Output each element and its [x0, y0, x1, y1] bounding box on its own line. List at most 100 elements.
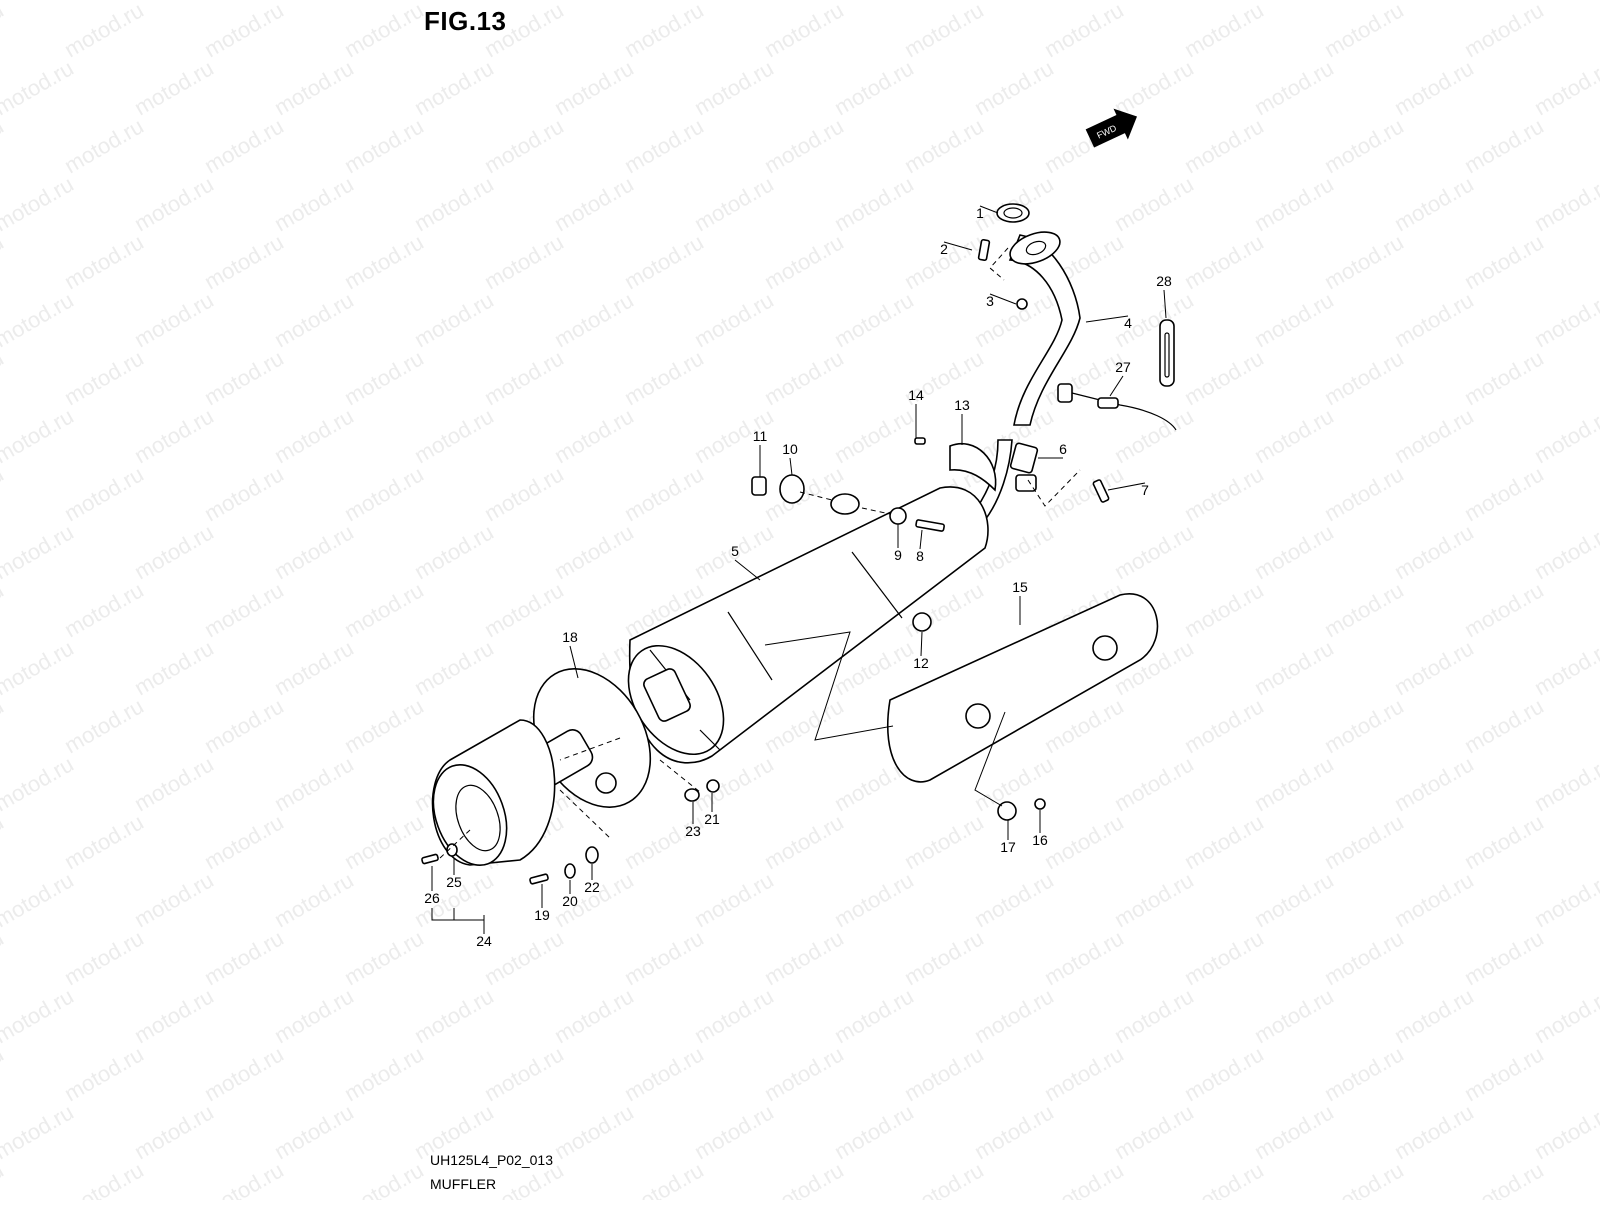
- watermark-text: motod.ru: [1460, 1157, 1548, 1200]
- watermark-text: motod.ru: [1110, 983, 1198, 1048]
- watermark-text: motod.ru: [690, 1099, 778, 1164]
- watermark-text: motod.ru: [1390, 983, 1478, 1048]
- watermark-text: motod.ru: [0, 55, 78, 120]
- watermark-text: motod.ru: [130, 287, 218, 352]
- watermark-text: motod.ru: [340, 577, 428, 642]
- watermark-text: motod.ru: [550, 55, 638, 120]
- callout-number-21: 21: [704, 811, 720, 827]
- watermark-text: motod.ru: [1320, 461, 1408, 526]
- clamp: [1015, 474, 1037, 492]
- watermark-text: motod.ru: [1180, 461, 1268, 526]
- watermark-text: motod.ru: [1110, 519, 1198, 584]
- watermark-text: motod.ru: [1110, 0, 1198, 4]
- watermark-text: motod.ru: [970, 867, 1058, 932]
- watermark-text: motod.ru: [1390, 403, 1478, 468]
- watermark-text: motod.ru: [60, 229, 148, 294]
- watermark-text: motod.ru: [1530, 55, 1600, 120]
- watermark-text: motod.ru: [60, 693, 148, 758]
- watermark-text: motod.ru: [1040, 0, 1128, 62]
- watermark-text: motod.ru: [1040, 925, 1128, 990]
- o2-sensor: [1057, 383, 1177, 431]
- watermark-text: motod.ru: [690, 0, 778, 4]
- watermark-text: motod.ru: [1530, 867, 1600, 932]
- watermark-text: motod.ru: [620, 0, 708, 62]
- callout-number-22: 22: [584, 879, 600, 895]
- watermark-text: motod.ru: [1460, 1041, 1548, 1106]
- watermark-text: motod.ru: [130, 983, 218, 1048]
- nut: [1016, 298, 1028, 310]
- watermark-text: motod.ru: [1180, 925, 1268, 990]
- watermark-text: motod.ru: [1530, 519, 1600, 584]
- washer-23: [684, 788, 700, 802]
- watermark-text: motod.ru: [550, 983, 638, 1048]
- washer-22: [585, 846, 599, 864]
- shield-screw: [914, 437, 926, 445]
- watermark-text: motod.ru: [270, 0, 358, 4]
- watermark-text: motod.ru: [60, 1041, 148, 1106]
- watermark-text: motod.ru: [410, 0, 498, 4]
- watermark-text: motod.ru: [830, 983, 918, 1048]
- callout-number-3: 3: [986, 293, 994, 309]
- figure-name: MUFFLER: [430, 1176, 497, 1192]
- leader-line-27: [1109, 375, 1124, 397]
- watermark-text: motod.ru: [760, 113, 848, 178]
- watermark-text: motod.ru: [340, 1041, 428, 1106]
- watermark-text: motod.ru: [760, 229, 848, 294]
- watermark-text: motod.ru: [130, 635, 218, 700]
- cover-screw: [1034, 798, 1046, 810]
- watermark-text: motod.ru: [550, 1099, 638, 1164]
- nut-21: [706, 779, 720, 793]
- watermark-text: motod.ru: [1460, 461, 1548, 526]
- watermark-text: motod.ru: [1390, 867, 1478, 932]
- watermark-text: motod.ru: [1110, 403, 1198, 468]
- plug-cap: [912, 612, 932, 632]
- sensor-bracket: [1159, 319, 1175, 387]
- watermark-text: motod.ru: [830, 171, 918, 236]
- watermark-text: motod.ru: [0, 171, 78, 236]
- watermark-text: motod.ru: [620, 1041, 708, 1106]
- watermark-text: motod.ru: [900, 809, 988, 874]
- watermark-text: motod.ru: [480, 229, 568, 294]
- watermark-text: motod.ru: [60, 809, 148, 874]
- watermark-text: motod.ru: [690, 171, 778, 236]
- watermark-text: motod.ru: [970, 983, 1058, 1048]
- leader-line-10: [789, 457, 793, 476]
- watermark-text: motod.ru: [1390, 0, 1478, 4]
- fwd-direction-badge: FWD: [1085, 108, 1138, 148]
- watermark-text: motod.ru: [690, 55, 778, 120]
- watermark-text: motod.ru: [690, 983, 778, 1048]
- watermark-text: motod.ru: [550, 287, 638, 352]
- watermark-text: motod.ru: [1390, 519, 1478, 584]
- watermark-text: motod.ru: [620, 461, 708, 526]
- mount-ring: [830, 493, 860, 515]
- watermark-text: motod.ru: [200, 1041, 288, 1106]
- watermark-text: motod.ru: [0, 1157, 8, 1200]
- watermark-text: motod.ru: [1390, 287, 1478, 352]
- watermark-text: motod.ru: [60, 1157, 148, 1200]
- watermark-text: motod.ru: [270, 519, 358, 584]
- watermark-text: motod.ru: [60, 113, 148, 178]
- watermark-text: motod.ru: [130, 519, 218, 584]
- group-bracket-24: [431, 908, 485, 928]
- watermark-text: motod.ru: [1250, 635, 1338, 700]
- cover-nut: [997, 801, 1017, 821]
- watermark-text: motod.ru: [1110, 55, 1198, 120]
- callout-number-9: 9: [894, 547, 902, 563]
- watermark-text: motod.ru: [0, 577, 8, 642]
- watermark-text: motod.ru: [1180, 113, 1268, 178]
- watermark-text: motod.ru: [130, 0, 218, 4]
- leader-line-5: [734, 559, 761, 581]
- watermark-text: motod.ru: [0, 1041, 8, 1106]
- watermark-text: motod.ru: [620, 113, 708, 178]
- leader-line-4: [1085, 315, 1129, 323]
- leader-line-28: [1163, 289, 1167, 319]
- watermark-text: motod.ru: [1530, 0, 1600, 4]
- watermark-text: motod.ru: [340, 809, 428, 874]
- tail-cap: [431, 719, 556, 867]
- watermark-text: motod.ru: [340, 925, 428, 990]
- watermark-text: motod.ru: [1460, 113, 1548, 178]
- watermark-text: motod.ru: [200, 345, 288, 410]
- watermark-text: motod.ru: [0, 751, 78, 816]
- watermark-text: motod.ru: [480, 925, 568, 990]
